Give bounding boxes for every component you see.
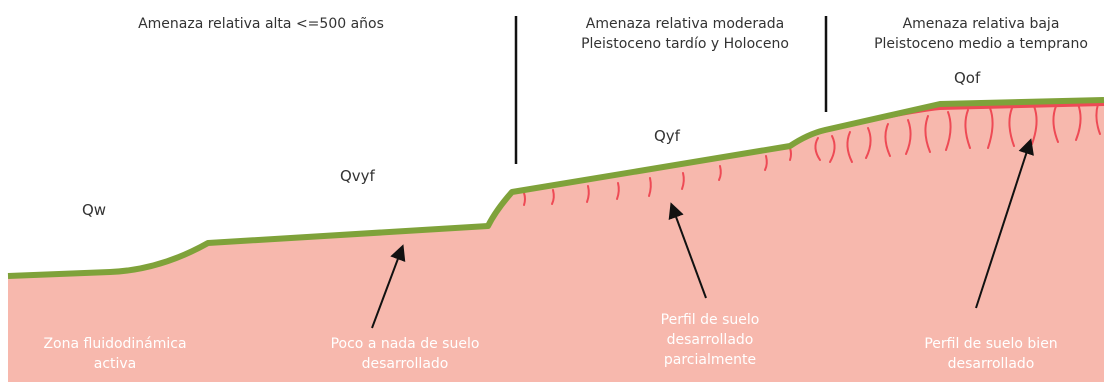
annotation-developed-soil-line2: desarrollado — [947, 356, 1035, 372]
annotation-little-soil-line1: Poco a nada de suelo — [330, 336, 480, 352]
annotation-developed-soil-line1: Perfil de suelo bien — [924, 336, 1058, 352]
zone-subtitle-low: Pleistoceno medio a temprano — [874, 36, 1088, 52]
unit-label-qof: Qof — [954, 69, 981, 87]
annotation-active-zone-line1: Zona fluidodinámica — [43, 336, 187, 352]
ground-body — [8, 100, 1104, 382]
annotation-partial-soil-line3: parcialmente — [663, 352, 757, 368]
zone-subtitle-moderate: Pleistoceno tardío y Holoceno — [581, 36, 789, 52]
unit-label-qyf: Qyf — [654, 127, 680, 145]
annotation-little-soil: Poco a nada de suelo desarrollado — [290, 334, 520, 374]
annotation-partial-soil: Perfil de suelo desarrollado parcialment… — [610, 310, 810, 370]
zone-title-low: Amenaza relativa baja Pleistoceno medio … — [856, 14, 1106, 54]
developed-soil-marks — [814, 103, 1101, 163]
unit-label-qvyf: Qvyf — [340, 167, 375, 185]
partial-soil-marks — [523, 147, 792, 206]
arrow-qvyf — [371, 244, 406, 329]
annotation-little-soil-line2: desarrollado — [361, 356, 449, 372]
annotation-developed-soil: Perfil de suelo bien desarrollado — [876, 334, 1106, 374]
zone-title-low-line1: Amenaza relativa baja — [902, 16, 1060, 32]
zone-title-high: Amenaza relativa alta <=500 años — [138, 16, 384, 32]
annotation-active-zone-line2: activa — [93, 356, 137, 372]
arrow-qof — [975, 138, 1034, 309]
annotation-partial-soil-line1: Perfil de suelo — [660, 312, 760, 328]
ground-surface-line — [7, 97, 1105, 279]
unit-label-qw: Qw — [82, 201, 107, 219]
annotation-active-zone: Zona fluidodinámica activa — [0, 334, 230, 374]
zone-title-moderate-line1: Amenaza relativa moderada — [585, 16, 785, 32]
zone-title-moderate: Amenaza relativa moderada Pleistoceno ta… — [540, 14, 830, 54]
annotation-partial-soil-line2: desarrollado — [666, 332, 754, 348]
arrow-qyf — [668, 202, 707, 299]
